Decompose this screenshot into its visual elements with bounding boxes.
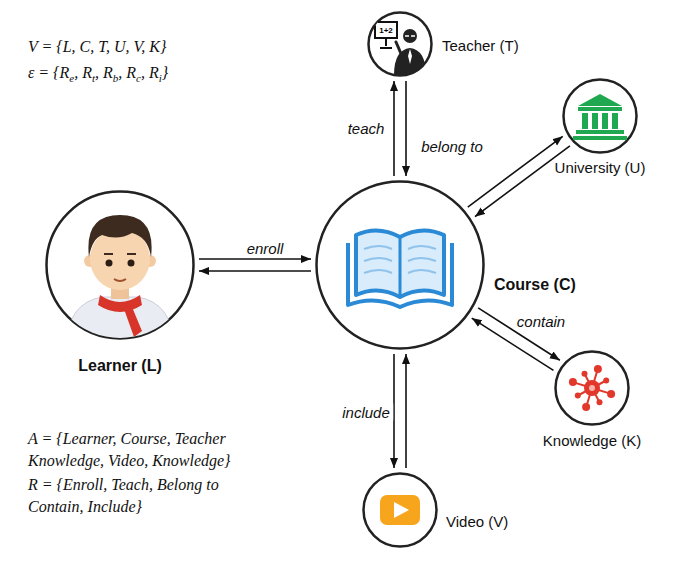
vertex-set: V = {L, C, T, U, V, K} — [28, 36, 166, 58]
relation-arrow — [199, 258, 311, 260]
course-node: Course (C) — [315, 180, 485, 350]
relation-set: R = {Enroll, Teach, Belong to Contain, I… — [28, 474, 253, 518]
edge-set: ε = {Re, Rt, Rb, Rc, Ri} — [28, 62, 168, 84]
node-label: Teacher (T) — [442, 37, 519, 55]
relation-arrow — [405, 354, 407, 468]
circle-icon — [562, 78, 638, 154]
university-node: University (U) — [562, 78, 638, 154]
relation-arrow — [405, 81, 407, 176]
circle-icon — [315, 180, 485, 350]
circle-icon — [45, 190, 195, 340]
relation-label: belong to — [418, 138, 486, 155]
node-label: Video (V) — [446, 513, 508, 531]
relation-label: contain — [514, 313, 568, 330]
teacher-node: Teacher (T) — [367, 11, 433, 77]
circle-icon — [554, 350, 630, 426]
relation-label: teach — [345, 120, 388, 137]
circle-icon — [367, 11, 433, 77]
learner-node: Learner (L) — [45, 190, 195, 340]
circle-icon — [362, 472, 438, 548]
relation-arrow — [475, 146, 570, 217]
node-label: Learner (L) — [78, 357, 162, 375]
relation-arrow — [393, 81, 395, 176]
relation-arrow — [199, 270, 311, 272]
node-label: Knowledge (K) — [543, 432, 641, 450]
knowledge-node: Knowledge (K) — [554, 350, 630, 426]
node-label: Course (C) — [494, 276, 576, 294]
attribute-set: A = {Learner, Course, Teacher Knowledge,… — [28, 428, 263, 472]
node-label: University (U) — [555, 159, 646, 177]
board-text: 1+2 — [379, 26, 393, 35]
relation-label: include — [339, 404, 393, 421]
relation-label: enroll — [244, 240, 287, 257]
relation-arrow — [393, 354, 395, 468]
video-node: Video (V) — [362, 472, 438, 548]
